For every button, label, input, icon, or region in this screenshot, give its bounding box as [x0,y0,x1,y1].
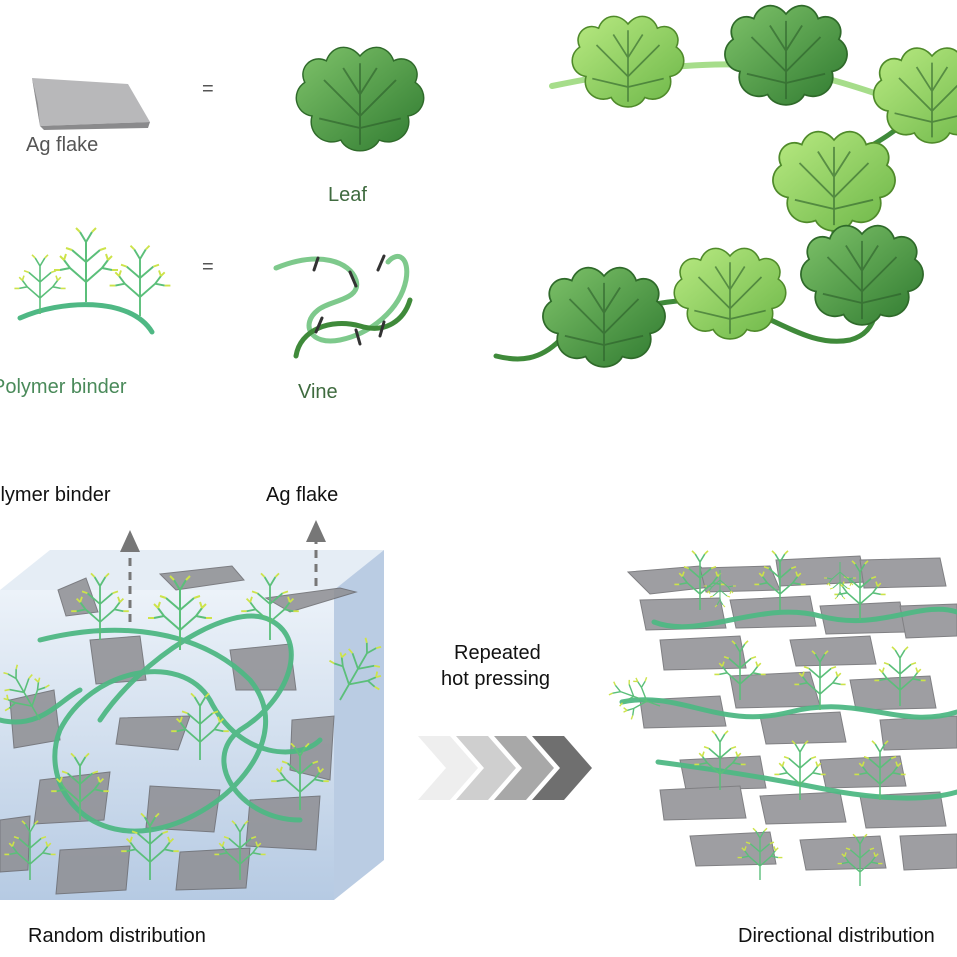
vine-leaf-4 [772,130,896,232]
random-distribution-caption: Random distribution [28,925,206,947]
vine-icon [273,254,413,359]
ag-flake-callout-arrow [306,520,326,586]
vine-leaf-1 [571,15,685,108]
polymer-binder-legend-label: Polymer binder [0,376,127,398]
process-chevron-arrows [418,736,592,800]
process-label-line1: Repeated [454,642,541,664]
leaf-icon [295,46,425,152]
directional-distribution-caption: Directional distribution [738,925,935,947]
vine-legend-label: Vine [298,381,338,403]
vine-leaf-6 [673,247,787,340]
directional-composite-block [602,549,957,887]
vine-leaf-7 [800,224,924,326]
process-label-line2: hot pressing [441,668,550,690]
vine-leaf-3 [872,47,957,144]
vine-with-leaves-illustration [493,4,957,368]
vine-leaf-2 [724,4,848,106]
vine-leaf-5 [542,266,666,368]
polymer-binder-callout-label: Polymer binder [0,484,111,506]
polymer-binder-callout-arrow [120,530,140,622]
equals-sign-1: = [202,78,214,100]
polymer-binder-icon [13,227,172,335]
ag-flake-legend-label: Ag flake [26,134,99,156]
leaf-legend-label: Leaf [328,184,367,206]
equals-sign-2: = [202,256,214,278]
ag-flake-callout-label: Ag flake [266,484,339,506]
ag-flake-icon [32,78,150,130]
random-ag-flakes [0,565,358,895]
random-composite-block [0,550,400,900]
